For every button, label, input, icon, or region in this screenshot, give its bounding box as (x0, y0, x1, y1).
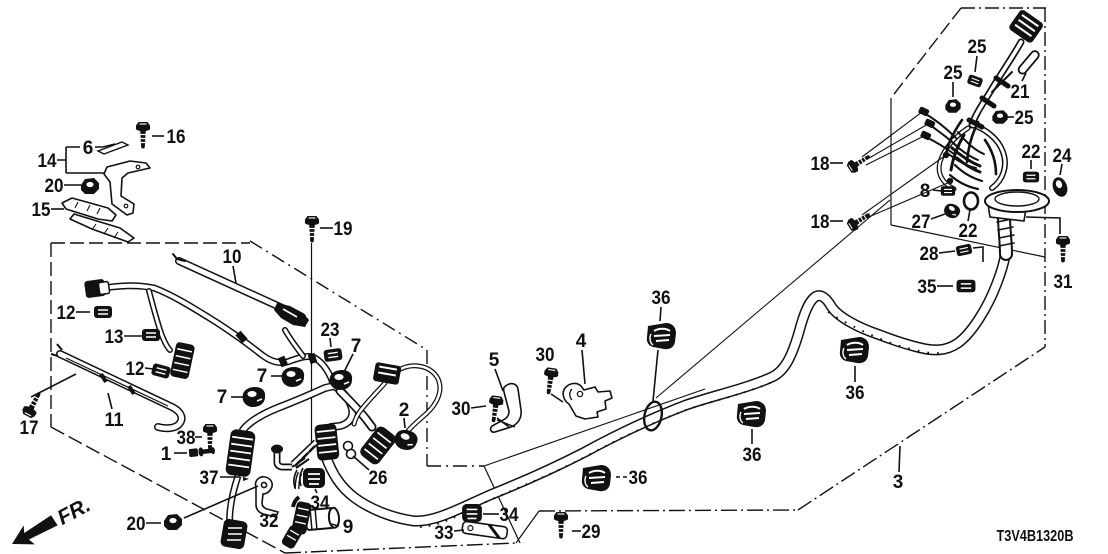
svg-text:18: 18 (811, 154, 830, 175)
svg-text:15: 15 (32, 200, 51, 221)
svg-text:12: 12 (126, 359, 145, 380)
svg-text:2: 2 (399, 400, 410, 421)
svg-text:11: 11 (105, 410, 124, 431)
svg-text:17: 17 (20, 418, 39, 439)
svg-text:T3V4B1320B: T3V4B1320B (997, 528, 1074, 545)
svg-text:34: 34 (500, 505, 519, 526)
svg-text:35: 35 (918, 277, 937, 298)
svg-text:20: 20 (45, 176, 64, 197)
svg-text:10: 10 (223, 247, 242, 268)
svg-text:9: 9 (343, 517, 354, 538)
svg-text:12: 12 (57, 303, 76, 324)
svg-text:16: 16 (167, 127, 186, 148)
svg-text:22: 22 (959, 221, 978, 242)
svg-text:36: 36 (652, 288, 671, 309)
svg-text:3: 3 (893, 472, 904, 493)
svg-text:19: 19 (334, 219, 353, 240)
svg-text:23: 23 (321, 320, 340, 341)
svg-text:18: 18 (811, 212, 830, 233)
svg-text:34: 34 (311, 493, 330, 514)
svg-text:14: 14 (38, 151, 57, 172)
svg-text:30: 30 (452, 399, 471, 420)
svg-text:32: 32 (260, 511, 279, 532)
svg-text:29: 29 (582, 522, 601, 543)
svg-text:7: 7 (351, 336, 362, 357)
svg-text:8: 8 (920, 181, 931, 202)
svg-text:25: 25 (968, 37, 987, 58)
svg-text:26: 26 (369, 468, 388, 489)
svg-text:6: 6 (83, 138, 94, 159)
svg-text:25: 25 (944, 63, 963, 84)
svg-text:33: 33 (435, 523, 454, 544)
svg-text:7: 7 (257, 366, 268, 387)
svg-text:7: 7 (217, 387, 228, 408)
svg-text:36: 36 (846, 383, 865, 404)
svg-text:31: 31 (1054, 272, 1073, 293)
svg-text:22: 22 (1022, 142, 1041, 163)
svg-text:28: 28 (920, 244, 939, 265)
svg-text:20: 20 (127, 514, 146, 535)
svg-text:5: 5 (489, 350, 500, 371)
svg-text:21: 21 (1011, 82, 1030, 103)
svg-text:25: 25 (1015, 108, 1034, 129)
svg-text:1: 1 (161, 444, 172, 465)
svg-text:27: 27 (912, 212, 931, 233)
svg-text:36: 36 (629, 468, 648, 489)
svg-text:30: 30 (536, 345, 555, 366)
svg-text:24: 24 (1053, 146, 1072, 167)
svg-text:13: 13 (105, 327, 124, 348)
svg-text:37: 37 (200, 468, 219, 489)
svg-text:36: 36 (743, 445, 762, 466)
svg-text:38: 38 (177, 428, 196, 449)
svg-text:4: 4 (576, 331, 587, 352)
